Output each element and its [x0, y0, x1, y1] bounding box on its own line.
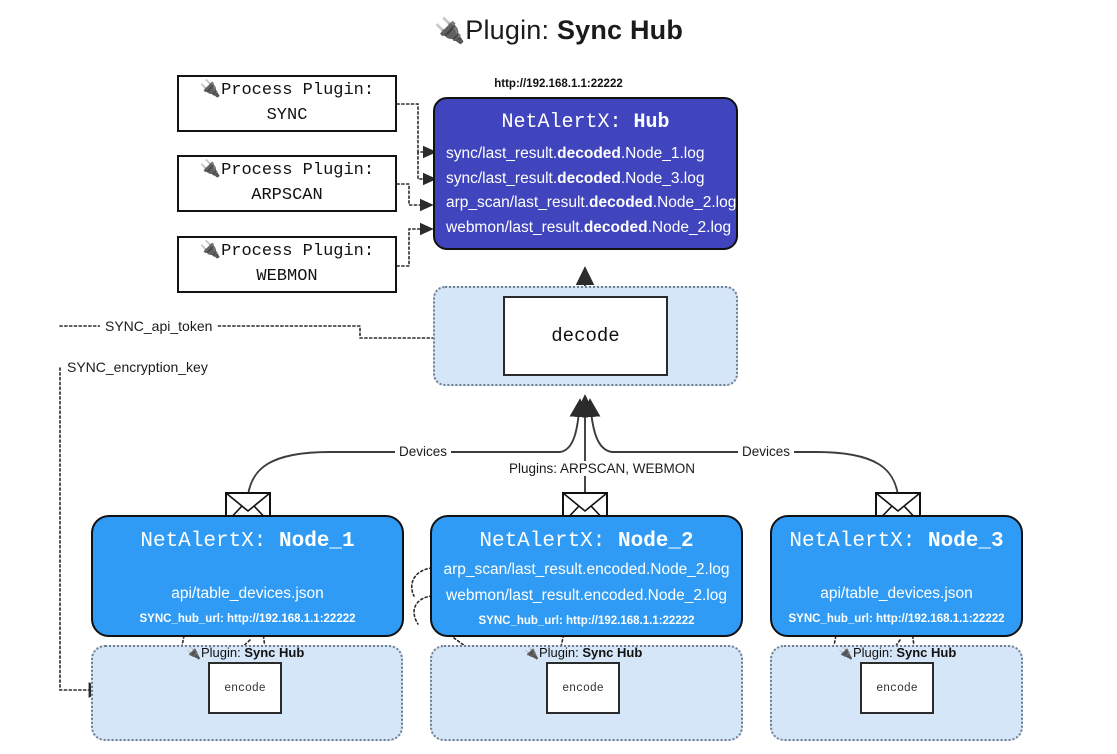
hub-row: sync/last_result.decoded.Node_1.log [446, 145, 705, 162]
hub-box[interactable]: NetAlertX: Hub sync/last_result.decoded.… [433, 97, 738, 250]
hub-row: sync/last_result.decoded.Node_3.log [446, 169, 705, 187]
edge-sync-to-row2 [417, 151, 437, 186]
process-plugin-label: Process Plugin: [221, 80, 375, 100]
process-plugin-sync[interactable]: 🔌Process Plugin: SYNC [177, 75, 397, 132]
process-plugin-webmon[interactable]: 🔌Process Plugin: WEBMON [177, 236, 397, 293]
page-title: 🔌Plugin: Sync Hub [0, 14, 1117, 46]
node-line: arp_scan/last_result.encoded.Node_2.log [443, 561, 730, 578]
hub-title-prefix: NetAlertX: [501, 111, 622, 134]
sync-api-token-label: SYNC_api_token [100, 318, 218, 334]
encode-box-node-2[interactable]: encode [546, 662, 620, 714]
encode-plugin-label-1: 🔌Plugin: Sync Hub [186, 645, 305, 660]
encode-plugin-label-2: 🔌Plugin: Sync Hub [524, 645, 643, 660]
plug-icon: 🔌 [524, 646, 539, 660]
node-line: api/table_devices.json [820, 585, 973, 602]
process-plugin-arpscan[interactable]: 🔌Process Plugin: ARPSCAN [177, 155, 397, 212]
sync-encryption-key-label: SYNC_encryption_key [62, 359, 213, 375]
node-line: api/table_devices.json [171, 585, 324, 602]
process-plugin-value: ARPSCAN [251, 185, 323, 205]
hub-row-list: sync/last_result.decoded.Node_1.log sync… [435, 142, 736, 240]
plug-icon: 🔌 [199, 241, 222, 261]
edge-webmon-to-row4 [396, 222, 434, 267]
edge-encryption-key-to-band [59, 367, 105, 698]
process-plugin-label: Process Plugin: [221, 160, 375, 180]
node-title: NetAlertX: Node_3 [789, 530, 1004, 553]
hub-title: NetAlertX: Hub [435, 111, 736, 134]
hub-title-value: Hub [633, 111, 670, 134]
plug-icon: 🔌 [838, 646, 853, 660]
encode-box-node-1[interactable]: encode [208, 662, 282, 714]
plug-icon: 🔌 [186, 646, 201, 660]
node-title: NetAlertX: Node_1 [140, 530, 355, 553]
node-box-node-1[interactable]: NetAlertX: Node_1 api/table_devices.json… [91, 515, 404, 637]
title-value: Sync Hub [556, 15, 684, 45]
decode-box[interactable]: decode [503, 296, 668, 376]
plug-icon: 🔌 [199, 80, 222, 100]
edge-node2-line2 [413, 595, 433, 625]
edge-node2-line1 [410, 567, 433, 597]
node-hub-url: SYNC_hub_url: http://192.168.1.1:22222 [139, 613, 356, 625]
edge-label-devices-right: Devices [738, 444, 795, 459]
process-plugin-value: WEBMON [256, 266, 318, 286]
encode-group-node-3 [770, 645, 1023, 741]
title-label: Plugin: [465, 15, 550, 45]
node-box-node-2[interactable]: NetAlertX: Node_2 arp_scan/last_result.e… [430, 515, 743, 637]
process-plugin-label: Process Plugin: [221, 241, 375, 261]
hub-row: arp_scan/last_result.decoded.Node_2.log [446, 194, 737, 211]
plug-icon: 🔌 [433, 17, 466, 45]
plug-icon: 🔌 [199, 160, 222, 180]
node-line: webmon/last_result.encoded.Node_2.log [446, 587, 727, 604]
edge-node1-to-decode [247, 398, 589, 496]
node-hub-url: SYNC_hub_url: http://192.168.1.1:22222 [478, 615, 695, 627]
node-box-node-3[interactable]: NetAlertX: Node_3 api/table_devices.json… [770, 515, 1023, 637]
edge-arpscan-to-row3 [396, 183, 434, 212]
hub-url-label: http://192.168.1.1:22222 [494, 78, 623, 90]
encode-plugin-label-3: 🔌Plugin: Sync Hub [838, 645, 957, 660]
encode-box-node-3[interactable]: encode [860, 662, 934, 714]
edge-label-devices-left: Devices [395, 444, 452, 459]
edge-node3-to-decode [581, 398, 899, 496]
node-hub-url: SYNC_hub_url: http://192.168.1.1:22222 [788, 613, 1005, 625]
edge-label-plugins-mid: Plugins: ARPSCAN, WEBMON [505, 461, 700, 476]
process-plugin-value: SYNC [266, 105, 308, 125]
hub-row: webmon/last_result.decoded.Node_2.log [446, 218, 732, 236]
node-title: NetAlertX: Node_2 [479, 530, 694, 553]
edge-sync-to-row1 [396, 103, 437, 159]
